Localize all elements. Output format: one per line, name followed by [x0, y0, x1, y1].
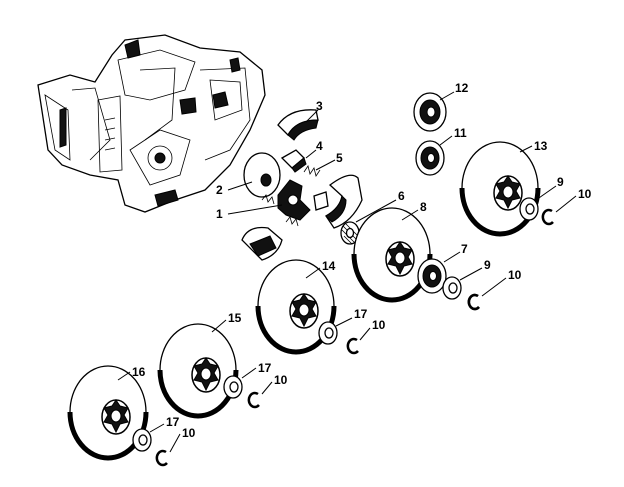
label-17c: 17 — [166, 415, 180, 429]
part-17-washer-a — [318, 321, 338, 345]
part-8-clutch-drum — [354, 208, 430, 300]
label-17a: 17 — [354, 307, 368, 321]
label-3: 3 — [316, 99, 323, 113]
label-10b: 10 — [508, 268, 522, 282]
part-9-washer-a — [519, 197, 539, 221]
part-10-eclip-d — [247, 391, 261, 409]
part-10-eclip-f — [467, 293, 481, 311]
label-5: 5 — [336, 151, 343, 165]
part-6-needle-bearing — [340, 221, 360, 245]
part-2-cover-disc — [243, 152, 281, 198]
label-17b: 17 — [258, 361, 272, 375]
label-13: 13 — [534, 139, 548, 153]
part-labels: 3 4 5 2 1 6 8 12 11 13 9 10 7 9 10 14 17… — [132, 81, 592, 440]
label-7: 7 — [461, 242, 468, 256]
clutch-shoe-lower — [241, 226, 283, 261]
part-9-washer-b — [442, 276, 462, 300]
clutch-shoe-right — [313, 174, 363, 229]
part-17-washer-c — [132, 428, 152, 452]
label-12: 12 — [455, 81, 469, 95]
label-4: 4 — [316, 139, 323, 153]
label-14: 14 — [322, 259, 336, 273]
part-17-washer-b — [223, 375, 243, 399]
label-8: 8 — [420, 200, 427, 214]
label-15: 15 — [228, 311, 242, 325]
label-11: 11 — [454, 126, 467, 140]
label-9a: 9 — [557, 175, 564, 189]
label-10e: 10 — [182, 426, 196, 440]
part-12-rim-sprocket — [413, 92, 447, 132]
leader-lines — [117, 91, 577, 453]
engine-housing — [37, 34, 266, 213]
label-10c: 10 — [372, 318, 386, 332]
label-9b: 9 — [484, 258, 491, 272]
part-3-clutch-shoe — [277, 109, 319, 141]
part-4-shoe — [280, 149, 307, 173]
label-10a: 10 — [578, 187, 592, 201]
part-1-clutch-spider — [261, 179, 311, 227]
part-10-eclip-e — [155, 449, 169, 467]
label-6: 6 — [398, 189, 405, 203]
label-16: 16 — [132, 365, 146, 379]
part-5-spring — [303, 165, 321, 177]
part-10-eclip-c — [346, 337, 360, 355]
part-7-rim-sprocket — [417, 258, 447, 294]
label-10d: 10 — [274, 373, 288, 387]
part-15-clutch-drum — [160, 324, 236, 416]
label-2: 2 — [216, 183, 223, 197]
part-10-eclip-a — [541, 208, 555, 226]
part-11-rim-sprocket — [415, 140, 445, 176]
label-1: 1 — [216, 207, 223, 221]
